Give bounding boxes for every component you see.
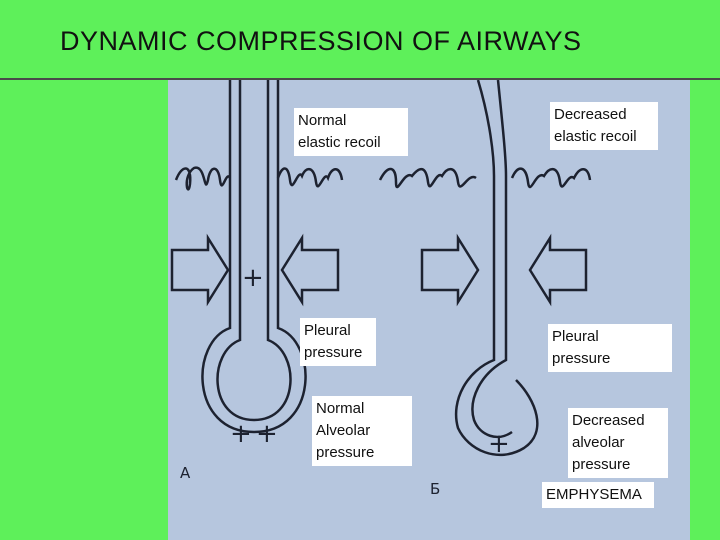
pleural-arrow-left-2: [280, 233, 340, 307]
emphysema-airway-inner: [471, 80, 513, 439]
airway-diagram-svg: + + + + A Б: [170, 80, 592, 498]
left-green-panel: [0, 80, 168, 540]
pleural-arrow-right-2: [528, 233, 588, 307]
pleural-arrow-right-1: [420, 233, 480, 307]
pleural-arrow-left-1: [170, 233, 230, 307]
label-normal-elastic-recoil: Normal elastic recoil: [294, 108, 408, 156]
diagram-letter-a: A: [180, 464, 191, 482]
emphysema-airway: [454, 80, 539, 457]
label-normal-alveolar-pressure: Normal Alveolar pressure: [312, 396, 412, 466]
page-title: DYNAMIC COMPRESSION OF AIRWAYS: [60, 26, 582, 56]
title-bar: DYNAMIC COMPRESSION OF AIRWAYS: [0, 0, 720, 80]
diagram-letter-b: Б: [430, 480, 440, 498]
label-pleural-pressure-left: Pleural pressure: [300, 318, 376, 366]
plus-sign: +: [230, 419, 252, 449]
label-decreased-elastic-recoil: Decreased elastic recoil: [550, 102, 658, 150]
label-decreased-alveolar-pressure: Decreased alveolar pressure: [568, 408, 668, 478]
plus-sign: +: [256, 419, 278, 449]
plus-sign: +: [488, 429, 510, 459]
airway-diagram: + + + + A Б: [168, 80, 690, 540]
label-emphysema: EMPHYSEMA: [542, 482, 654, 508]
decreased-recoil-spring-left: [378, 167, 477, 189]
label-pleural-pressure-right: Pleural pressure: [548, 324, 672, 372]
decreased-recoil-spring-right: [510, 167, 592, 189]
right-green-panel: [690, 80, 720, 540]
normal-recoil-spring-left: [174, 166, 232, 191]
plus-sign: +: [242, 263, 264, 293]
normal-recoil-spring-right: [276, 167, 344, 188]
normal-airway-inner: [216, 80, 292, 422]
